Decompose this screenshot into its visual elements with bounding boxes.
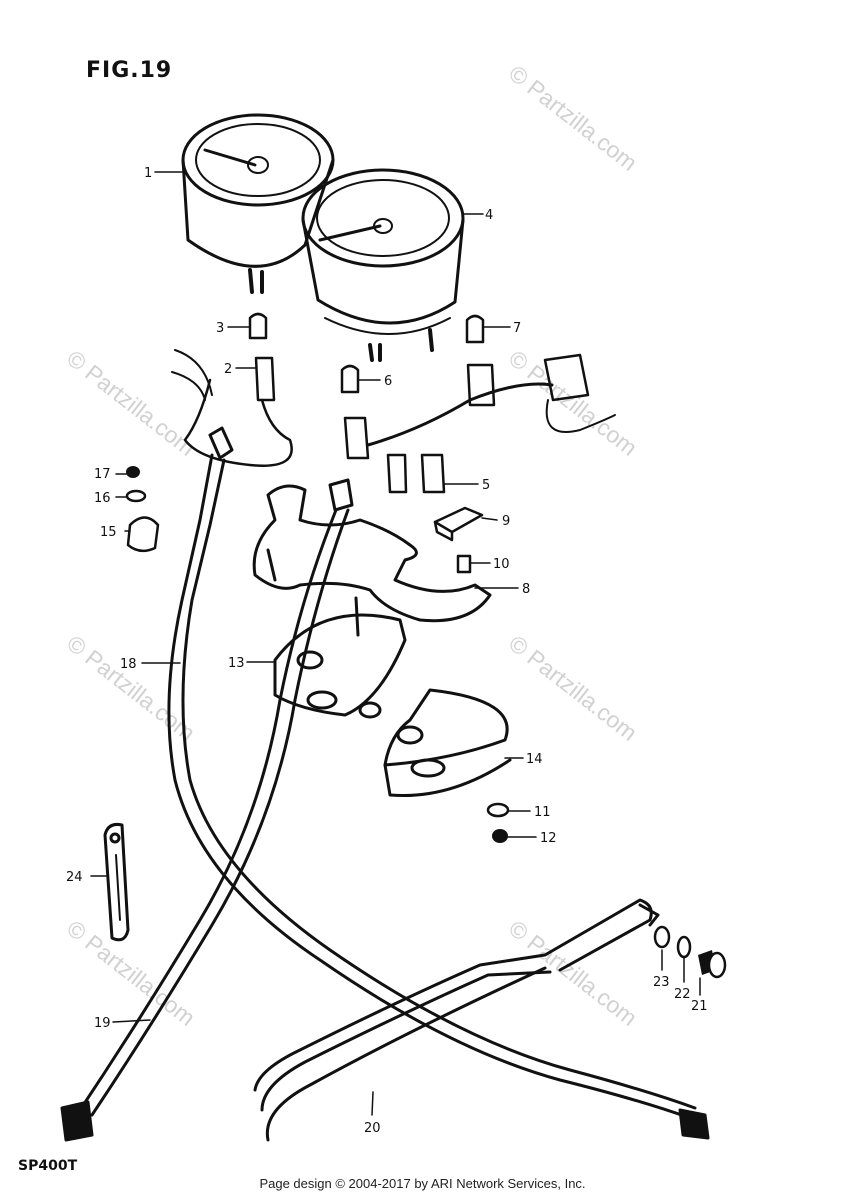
bolt-21[interactable] — [698, 950, 727, 979]
washer-23[interactable] — [653, 925, 671, 949]
callout-18: 18 — [120, 657, 137, 672]
nut-12[interactable] — [492, 829, 508, 843]
cushion-9[interactable] — [433, 506, 484, 542]
speedometer[interactable] — [301, 168, 465, 362]
callout-4: 4 — [485, 208, 493, 223]
nut-17[interactable] — [126, 466, 140, 478]
callout-11: 11 — [534, 805, 551, 820]
leader-lines — [90, 171, 701, 1116]
callout-23: 23 — [653, 975, 670, 990]
model-code: SP400T — [18, 1158, 78, 1174]
bushing-10[interactable] — [456, 554, 472, 574]
callout-12: 12 — [540, 831, 557, 846]
bulb-7[interactable] — [465, 314, 485, 344]
meter-bracket-8[interactable] — [252, 484, 492, 637]
meter-housing-13[interactable] — [273, 613, 407, 719]
footer-copyright: Page design © 2004-2017 by ARI Network S… — [259, 1176, 586, 1191]
washer-11[interactable] — [486, 802, 510, 818]
cushion-15[interactable] — [126, 516, 160, 553]
callout-22: 22 — [674, 987, 691, 1002]
callout-7: 7 — [513, 321, 521, 336]
callout-8: 8 — [522, 582, 530, 597]
tachometer-cable-18[interactable] — [167, 426, 710, 1140]
cable-guide-20[interactable] — [253, 898, 660, 1142]
callout-17: 17 — [94, 467, 111, 482]
lock-washer-22[interactable] — [676, 935, 692, 959]
callout-labels: 1 2 3 4 5 6 7 8 9 10 11 12 13 14 15 16 1… — [66, 166, 708, 1136]
callout-13: 13 — [228, 656, 245, 671]
bulb-6[interactable] — [340, 364, 360, 394]
callout-16: 16 — [94, 491, 111, 506]
callout-24: 24 — [66, 870, 83, 885]
socket-harness-5[interactable] — [343, 353, 616, 494]
bulb-3[interactable] — [248, 312, 268, 340]
callout-9: 9 — [502, 514, 510, 529]
callout-14: 14 — [526, 752, 543, 767]
callout-3: 3 — [216, 321, 224, 336]
callout-20: 20 — [364, 1121, 381, 1136]
washer-16[interactable] — [125, 489, 147, 503]
callout-21: 21 — [691, 999, 708, 1014]
socket-2[interactable] — [171, 349, 293, 467]
callout-19: 19 — [94, 1016, 111, 1031]
callout-2: 2 — [224, 362, 232, 377]
callout-10: 10 — [493, 557, 510, 572]
figure-title: FIG.19 — [86, 58, 173, 83]
callout-1: 1 — [144, 166, 152, 181]
tachometer[interactable] — [181, 113, 335, 294]
callout-5: 5 — [482, 478, 490, 493]
meter-housing-14[interactable] — [383, 688, 512, 798]
callout-15: 15 — [100, 525, 117, 540]
callout-6: 6 — [384, 374, 392, 389]
cable-clamp-24[interactable] — [103, 823, 130, 942]
speedometer-cable-19[interactable] — [60, 478, 354, 1142]
